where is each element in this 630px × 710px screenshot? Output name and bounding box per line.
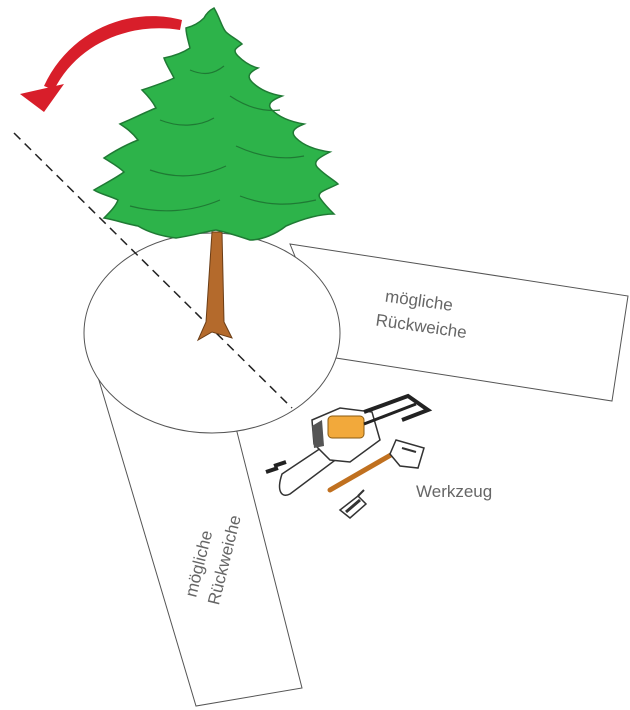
tree-trunk: [196, 231, 233, 342]
felling-direction-line: [13, 132, 293, 409]
tools-label: Werkzeug: [416, 482, 492, 501]
fuel-can-icon: [338, 489, 368, 519]
tools-group: [265, 393, 433, 519]
curved-arrow-icon: [20, 16, 182, 112]
spruce-tree-icon: [92, 7, 340, 241]
axe-icon: [327, 439, 425, 493]
felling-lever-icon: [363, 393, 433, 426]
